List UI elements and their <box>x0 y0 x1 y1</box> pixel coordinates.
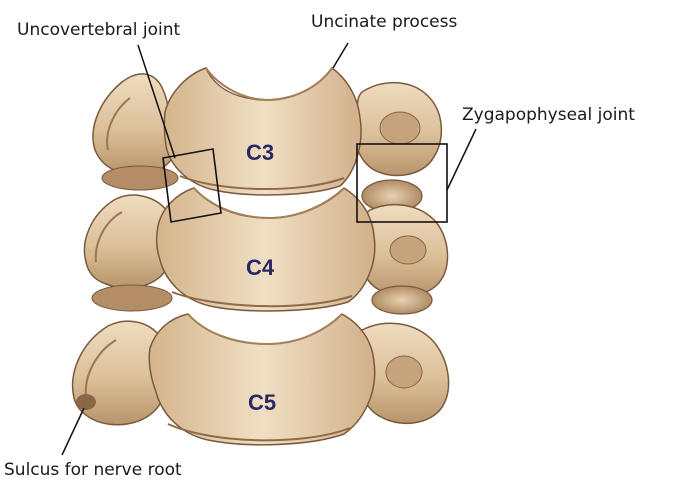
sulcus-nerve-root-leader <box>62 408 84 455</box>
c5-vertebral-body <box>149 314 374 445</box>
uncinate-process-leader <box>333 43 348 68</box>
c3-vertebral-body <box>164 68 361 195</box>
vertebra-c4 <box>84 188 447 314</box>
c5-label: C5 <box>248 390 276 415</box>
sulcus-nerve-root-label: Sulcus for nerve root <box>4 462 182 479</box>
c4-label: C4 <box>246 255 275 280</box>
vertebra-c5 <box>73 314 449 445</box>
zygapophyseal-joint-label: Zygapophyseal joint <box>462 107 635 124</box>
uncovertebral-joint-label: Uncovertebral joint <box>17 22 180 39</box>
c4-vertebral-body <box>157 188 375 311</box>
zygapophyseal-joint-leader <box>447 129 476 190</box>
uncinate-process-label: Uncinate process <box>311 14 457 31</box>
c3-label: C3 <box>246 140 274 165</box>
